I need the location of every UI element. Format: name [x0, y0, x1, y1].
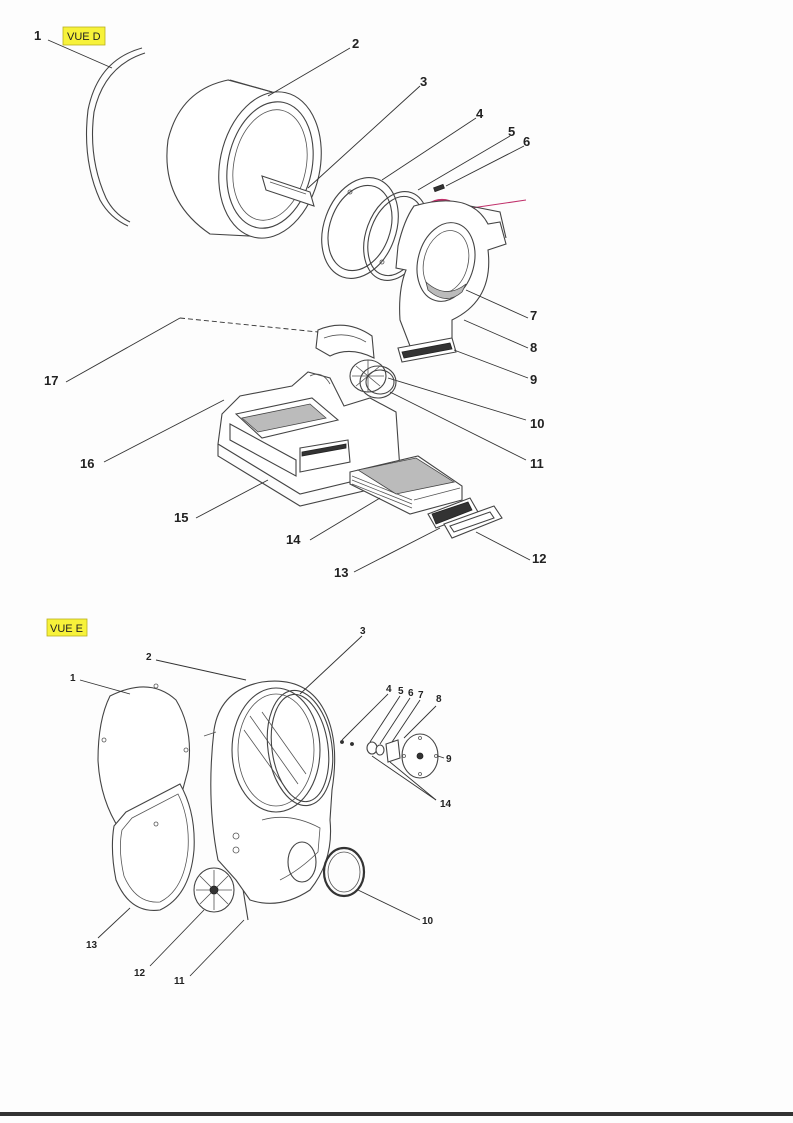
- view-e-part-7-bracket: [385, 739, 401, 763]
- view-d-label-7: 7: [530, 308, 537, 323]
- view-d-label-1: 1: [34, 28, 41, 43]
- view-d-part-4-front-ring: [321, 117, 477, 279]
- view-d-label-2: 2: [352, 36, 359, 51]
- view-e: VUE E: [46, 618, 452, 987]
- view-d-label-12: 12: [532, 551, 546, 566]
- view-d-label-13: 13: [334, 565, 348, 580]
- view-e-part-3-seal-ring: [266, 635, 363, 807]
- view-d: VUE D: [34, 26, 546, 580]
- view-e-label-11: 11: [174, 976, 185, 987]
- view-e-bearing-assembly: [340, 693, 445, 801]
- view-d-tag: VUE D: [62, 26, 106, 46]
- view-e-part-2-bulkhead: [155, 659, 336, 904]
- view-d-label-15: 15: [174, 510, 188, 525]
- view-d-part-11-fan-housing: [359, 365, 527, 461]
- view-d-label-4: 4: [476, 106, 484, 121]
- view-d-tag-box: [62, 26, 106, 46]
- view-e-label-4: 4: [386, 684, 392, 695]
- view-e-part-5-washer: [366, 741, 378, 755]
- view-d-label-17: 17: [44, 373, 58, 388]
- view-d-part-17-duct-cover: [65, 317, 375, 383]
- view-e-label-12: 12: [134, 968, 146, 979]
- view-d-part-9-lint-filter: [397, 337, 529, 379]
- view-d-part-3-paddle: [261, 85, 421, 207]
- view-e-tag-box: [46, 618, 88, 637]
- view-e-label-1: 1: [70, 673, 76, 684]
- view-e-label-2: 2: [146, 652, 152, 663]
- view-d-label-11: 11: [530, 456, 544, 471]
- view-e-label-14: 14: [440, 799, 452, 810]
- view-d-part-6-clip: [433, 145, 525, 193]
- view-e-label-6: 6: [408, 688, 414, 699]
- view-e-part-12-fan-wheel: [149, 867, 235, 967]
- view-d-part-1-seal-strip: [47, 39, 146, 227]
- view-d-part-12-frame-seal: [443, 505, 531, 561]
- view-d-label-16: 16: [80, 456, 94, 471]
- view-d-label-3: 3: [420, 74, 427, 89]
- view-e-label-9: 9: [446, 754, 452, 765]
- view-d-label-10: 10: [530, 416, 544, 431]
- view-d-tag-text: VUE D: [67, 31, 101, 43]
- view-d-label-14: 14: [286, 532, 301, 547]
- page-bottom-border: [0, 1112, 793, 1116]
- view-e-part-13-gasket: [97, 783, 195, 939]
- view-e-label-3: 3: [360, 626, 366, 637]
- view-d-label-8: 8: [530, 340, 537, 355]
- view-d-part-2-drum: [166, 47, 351, 239]
- view-d-part-7-8-bulkhead: [395, 200, 529, 349]
- view-d-label-6: 6: [523, 134, 530, 149]
- view-e-label-10: 10: [422, 916, 434, 927]
- view-e-label-5: 5: [398, 686, 404, 697]
- view-d-part-15-16-base: [103, 371, 403, 519]
- view-e-label-8: 8: [436, 694, 442, 705]
- view-e-part-6-bearing: [375, 744, 385, 756]
- view-e-label-7: 7: [418, 690, 424, 701]
- view-e-tag-text: VUE E: [50, 623, 83, 635]
- view-e-part-10-ring: [322, 846, 421, 921]
- view-d-label-9: 9: [530, 372, 537, 387]
- view-d-label-5: 5: [508, 124, 515, 139]
- view-e-tag: VUE E: [46, 618, 88, 637]
- view-e-part-4-pin: [340, 740, 344, 744]
- view-e-label-13: 13: [86, 940, 98, 951]
- view-d-part-14-condenser: [309, 455, 463, 541]
